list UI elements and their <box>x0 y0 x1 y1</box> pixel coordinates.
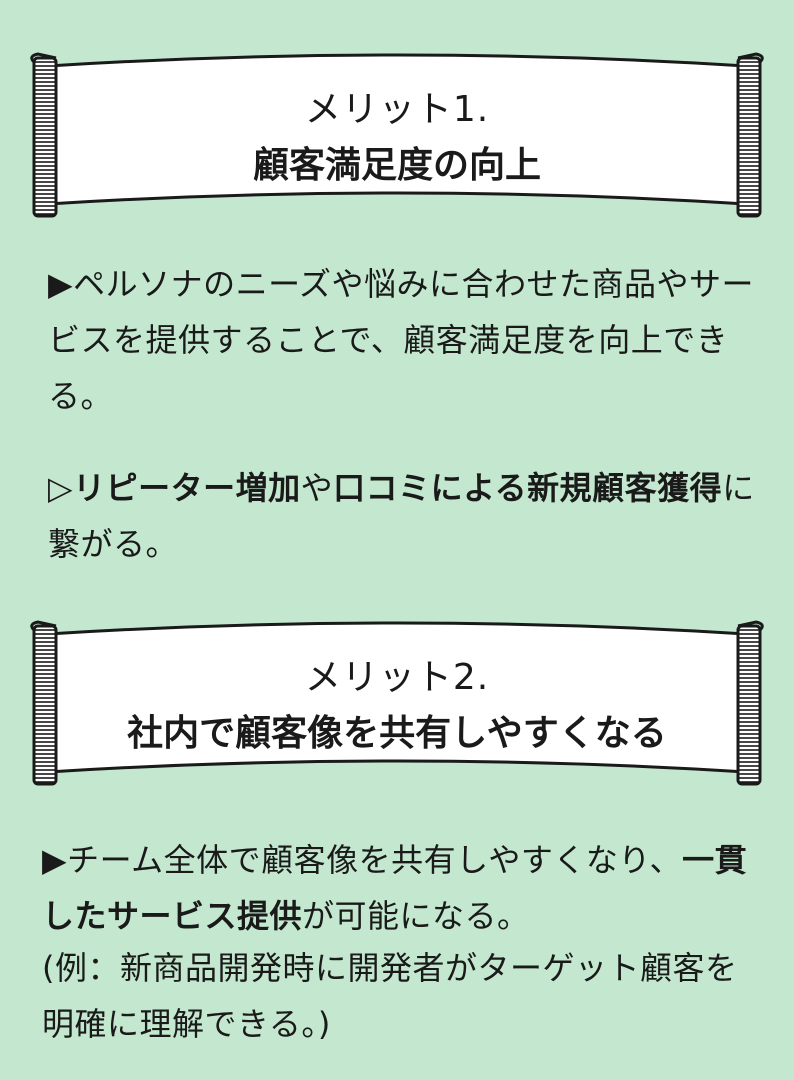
merit-1-subtitle: メリット1. <box>304 89 490 130</box>
scroll-banner-2 <box>30 620 764 786</box>
merit-2-subtitle: メリット2. <box>304 657 490 698</box>
merit-1-title: 顧客満足度の向上 <box>252 145 541 186</box>
p1-text: ▶チーム全体で顧客像を共有しやすくなり、 <box>42 841 683 879</box>
merit-2-example: (例：新商品開発時に開発者がターゲット顧客を明確に理解できる。) <box>42 949 738 1043</box>
word-of-mouth-text: 口コミによる新規顧客獲得 <box>333 469 723 507</box>
merit-1-paragraph-1: ▶ペルソナのニーズや悩みに合わせた商品やサービスを提供することで、顧客満足度を向… <box>48 265 755 415</box>
consistent-service-text: 一貫したサービス提供 <box>42 841 748 935</box>
banner-1-titles: メリット1. 顧客満足度の向上 <box>86 80 708 188</box>
merit-2-title: 社内で顧客像を共有しやすくなる <box>127 713 667 754</box>
banner-merit-1: メリット1. 顧客満足度の向上 <box>26 48 768 220</box>
repeater-increase-text: リピーター増加 <box>73 469 301 507</box>
merit-2-paragraph-1: ▶チーム全体で顧客像を共有しやすくなり、一貫したサービス提供が可能になる。 <box>42 832 758 944</box>
p1-suffix-text: が可能になる。 <box>302 897 530 935</box>
open-triangle-icon: ▷ <box>48 469 74 507</box>
connector-text: や <box>300 469 334 507</box>
merit-1-paragraph-2: ▷リピーター増加や口コミによる新規顧客獲得に繋がる。 <box>48 460 758 572</box>
banner-merit-2: メリット2. 社内で顧客像を共有しやすくなる <box>26 616 768 788</box>
banner-2-titles: メリット2. 社内で顧客像を共有しやすくなる <box>86 648 708 756</box>
p2-suffix-text: に繋がる。 <box>48 469 755 563</box>
scroll-banner-1 <box>30 52 764 218</box>
